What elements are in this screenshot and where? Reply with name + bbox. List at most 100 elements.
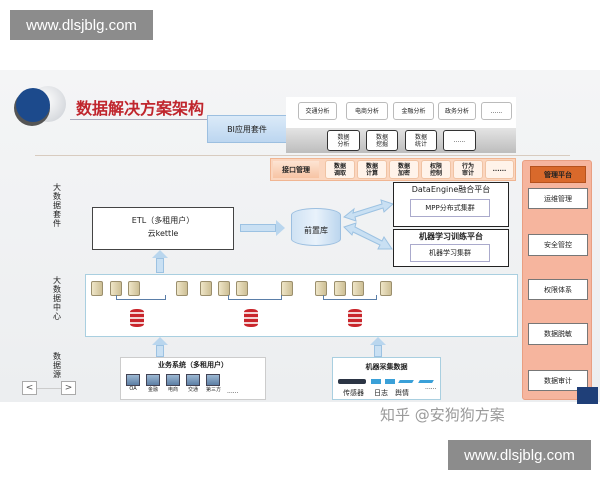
server-icon — [176, 281, 188, 296]
database-icon — [348, 309, 362, 327]
next-slide-button[interactable]: > — [61, 381, 76, 395]
app-ecommerce[interactable]: 电商分析 — [346, 102, 388, 120]
biz-item-label: 交通 — [187, 387, 198, 393]
watermark-top: www.dlsjblg.com — [10, 10, 153, 40]
logo-circle-blue — [16, 88, 50, 122]
machine-data-box: 机器采集数据 传感器 日志 舆情 ...... — [332, 357, 441, 400]
layer-suite-label: 大数据套件 — [53, 183, 61, 228]
tool-mining[interactable]: 数据 挖掘 — [366, 130, 398, 151]
system-icon — [146, 374, 160, 386]
interface-row: 接口管理 数据 调取 数据 计算 数据 加密 权限 控制 行为 审计 .....… — [270, 158, 516, 181]
biz-item[interactable]: 第三方 — [206, 374, 221, 395]
server-icon — [200, 281, 212, 296]
front-db[interactable]: 前置库 — [291, 208, 341, 246]
mgmt-header: 管理平台 — [530, 166, 586, 183]
connector-bracket — [323, 295, 377, 300]
ml-cluster[interactable]: 机器学习集群 — [410, 244, 490, 262]
switch-icon — [398, 380, 414, 383]
biz-item-label: OA — [129, 386, 137, 392]
tool-statistics[interactable]: 数据 统计 — [405, 130, 437, 151]
zhihu-watermark: 知乎 @安狗狗方案 — [380, 406, 505, 424]
up-arrow-biz-icon — [152, 337, 168, 345]
system-icon — [166, 374, 180, 386]
server-icon — [334, 281, 346, 296]
machine-data-title: 机器采集数据 — [365, 362, 408, 371]
tool-analysis[interactable]: 数据 分析 — [327, 130, 360, 151]
biz-item-label: 第三方 — [206, 387, 222, 393]
server-icon — [281, 281, 293, 296]
up-arrow-machine-shaft — [374, 345, 382, 357]
interface-label: 接口管理 — [273, 161, 319, 178]
sensor-device-icon — [338, 379, 366, 384]
title-underline — [70, 119, 285, 120]
server-icon — [315, 281, 327, 296]
data-center-box — [85, 274, 518, 337]
watermark-bottom: www.dlsjblg.com — [448, 440, 591, 470]
etl-title: ETL（多租用户） — [131, 216, 195, 225]
if-audit[interactable]: 行为 审计 — [453, 160, 483, 179]
bi-apps-panel: 交通分析 电商分析 金融分析 政务分析 ...... — [286, 97, 516, 128]
connector-bracket — [228, 295, 282, 300]
mgmt-security[interactable]: 安全管控 — [528, 234, 588, 256]
server-icon — [236, 281, 248, 296]
business-system-box: 业务系统（多租用户） OA 金融 电商 交通 第三方 ...... — [120, 357, 266, 400]
bi-suite-label: BI应用套件 — [207, 115, 287, 143]
if-fetch[interactable]: 数据 调取 — [325, 160, 355, 179]
etl-arrow-shaft — [240, 224, 276, 232]
switch-icon — [418, 380, 434, 383]
app-government[interactable]: 政务分析 — [438, 102, 476, 120]
machine-item: 舆情 — [395, 389, 409, 397]
prev-slide-button[interactable]: < — [22, 381, 37, 395]
server-icon — [380, 281, 392, 296]
biz-item[interactable]: 交通 — [186, 374, 200, 395]
biz-item-label: 电商 — [167, 387, 178, 393]
dataengine-title: DataEngine融合平台 — [411, 185, 491, 194]
tool-more[interactable]: ...... — [443, 130, 476, 151]
mgmt-panel: 管理平台 运维管理 安全管控 权限体系 数据脱敏 数据审计 — [522, 160, 592, 400]
biz-more: ...... — [227, 388, 239, 395]
log-device-icon — [371, 379, 381, 384]
system-icon — [206, 374, 220, 386]
machine-more: ...... — [425, 384, 437, 391]
biz-item[interactable]: OA — [126, 374, 140, 395]
mgmt-ops[interactable]: 运维管理 — [528, 188, 588, 209]
biz-item-label: 金融 — [147, 387, 158, 393]
up-arrow-etl-icon — [152, 250, 168, 258]
ml-title: 机器学习训练平台 — [419, 232, 483, 241]
app-more[interactable]: ...... — [481, 102, 512, 120]
database-icon — [244, 309, 258, 327]
app-finance[interactable]: 金融分析 — [393, 102, 434, 120]
mgmt-permission[interactable]: 权限体系 — [528, 279, 588, 300]
server-icon — [110, 281, 122, 296]
biz-item[interactable]: 金融 — [146, 374, 160, 395]
etl-arrow-head-icon — [276, 220, 285, 236]
biz-item[interactable]: 电商 — [166, 374, 180, 395]
up-arrow-machine-icon — [370, 337, 386, 345]
if-more[interactable]: ...... — [485, 160, 514, 179]
divider — [35, 155, 570, 156]
machine-item: 日志 — [374, 389, 388, 397]
system-icon — [186, 374, 200, 386]
if-encrypt[interactable]: 数据 加密 — [389, 160, 419, 179]
corner-badge-icon — [577, 387, 598, 404]
mgmt-audit[interactable]: 数据审计 — [528, 370, 588, 391]
opinion-device-icon — [385, 379, 395, 384]
server-icon — [128, 281, 140, 296]
page-title: 数据解决方案架构 — [76, 99, 205, 118]
if-permission[interactable]: 权限 控制 — [421, 160, 451, 179]
etl-kettle: 云kettle — [147, 229, 179, 238]
up-arrow-biz-shaft — [156, 345, 164, 357]
database-icon — [130, 309, 144, 327]
ml-box[interactable]: 机器学习训练平台 机器学习集群 — [393, 229, 509, 267]
mpp-cluster[interactable]: MPP分布式集群 — [410, 199, 490, 217]
business-system-list: OA 金融 电商 交通 第三方 ...... — [126, 374, 238, 395]
bi-tools-panel: 数据 分析 数据 挖掘 数据 统计 ...... — [286, 128, 516, 153]
dataengine-box[interactable]: DataEngine融合平台 MPP分布式集群 — [393, 182, 509, 227]
mgmt-masking[interactable]: 数据脱敏 — [528, 323, 588, 345]
etl-box[interactable]: ETL（多租用户） 云kettle — [92, 207, 234, 250]
server-icon — [218, 281, 230, 296]
bidirectional-arrows-icon — [342, 199, 394, 250]
if-compute[interactable]: 数据 计算 — [357, 160, 387, 179]
nav-line — [37, 388, 61, 389]
app-traffic[interactable]: 交通分析 — [298, 102, 337, 120]
